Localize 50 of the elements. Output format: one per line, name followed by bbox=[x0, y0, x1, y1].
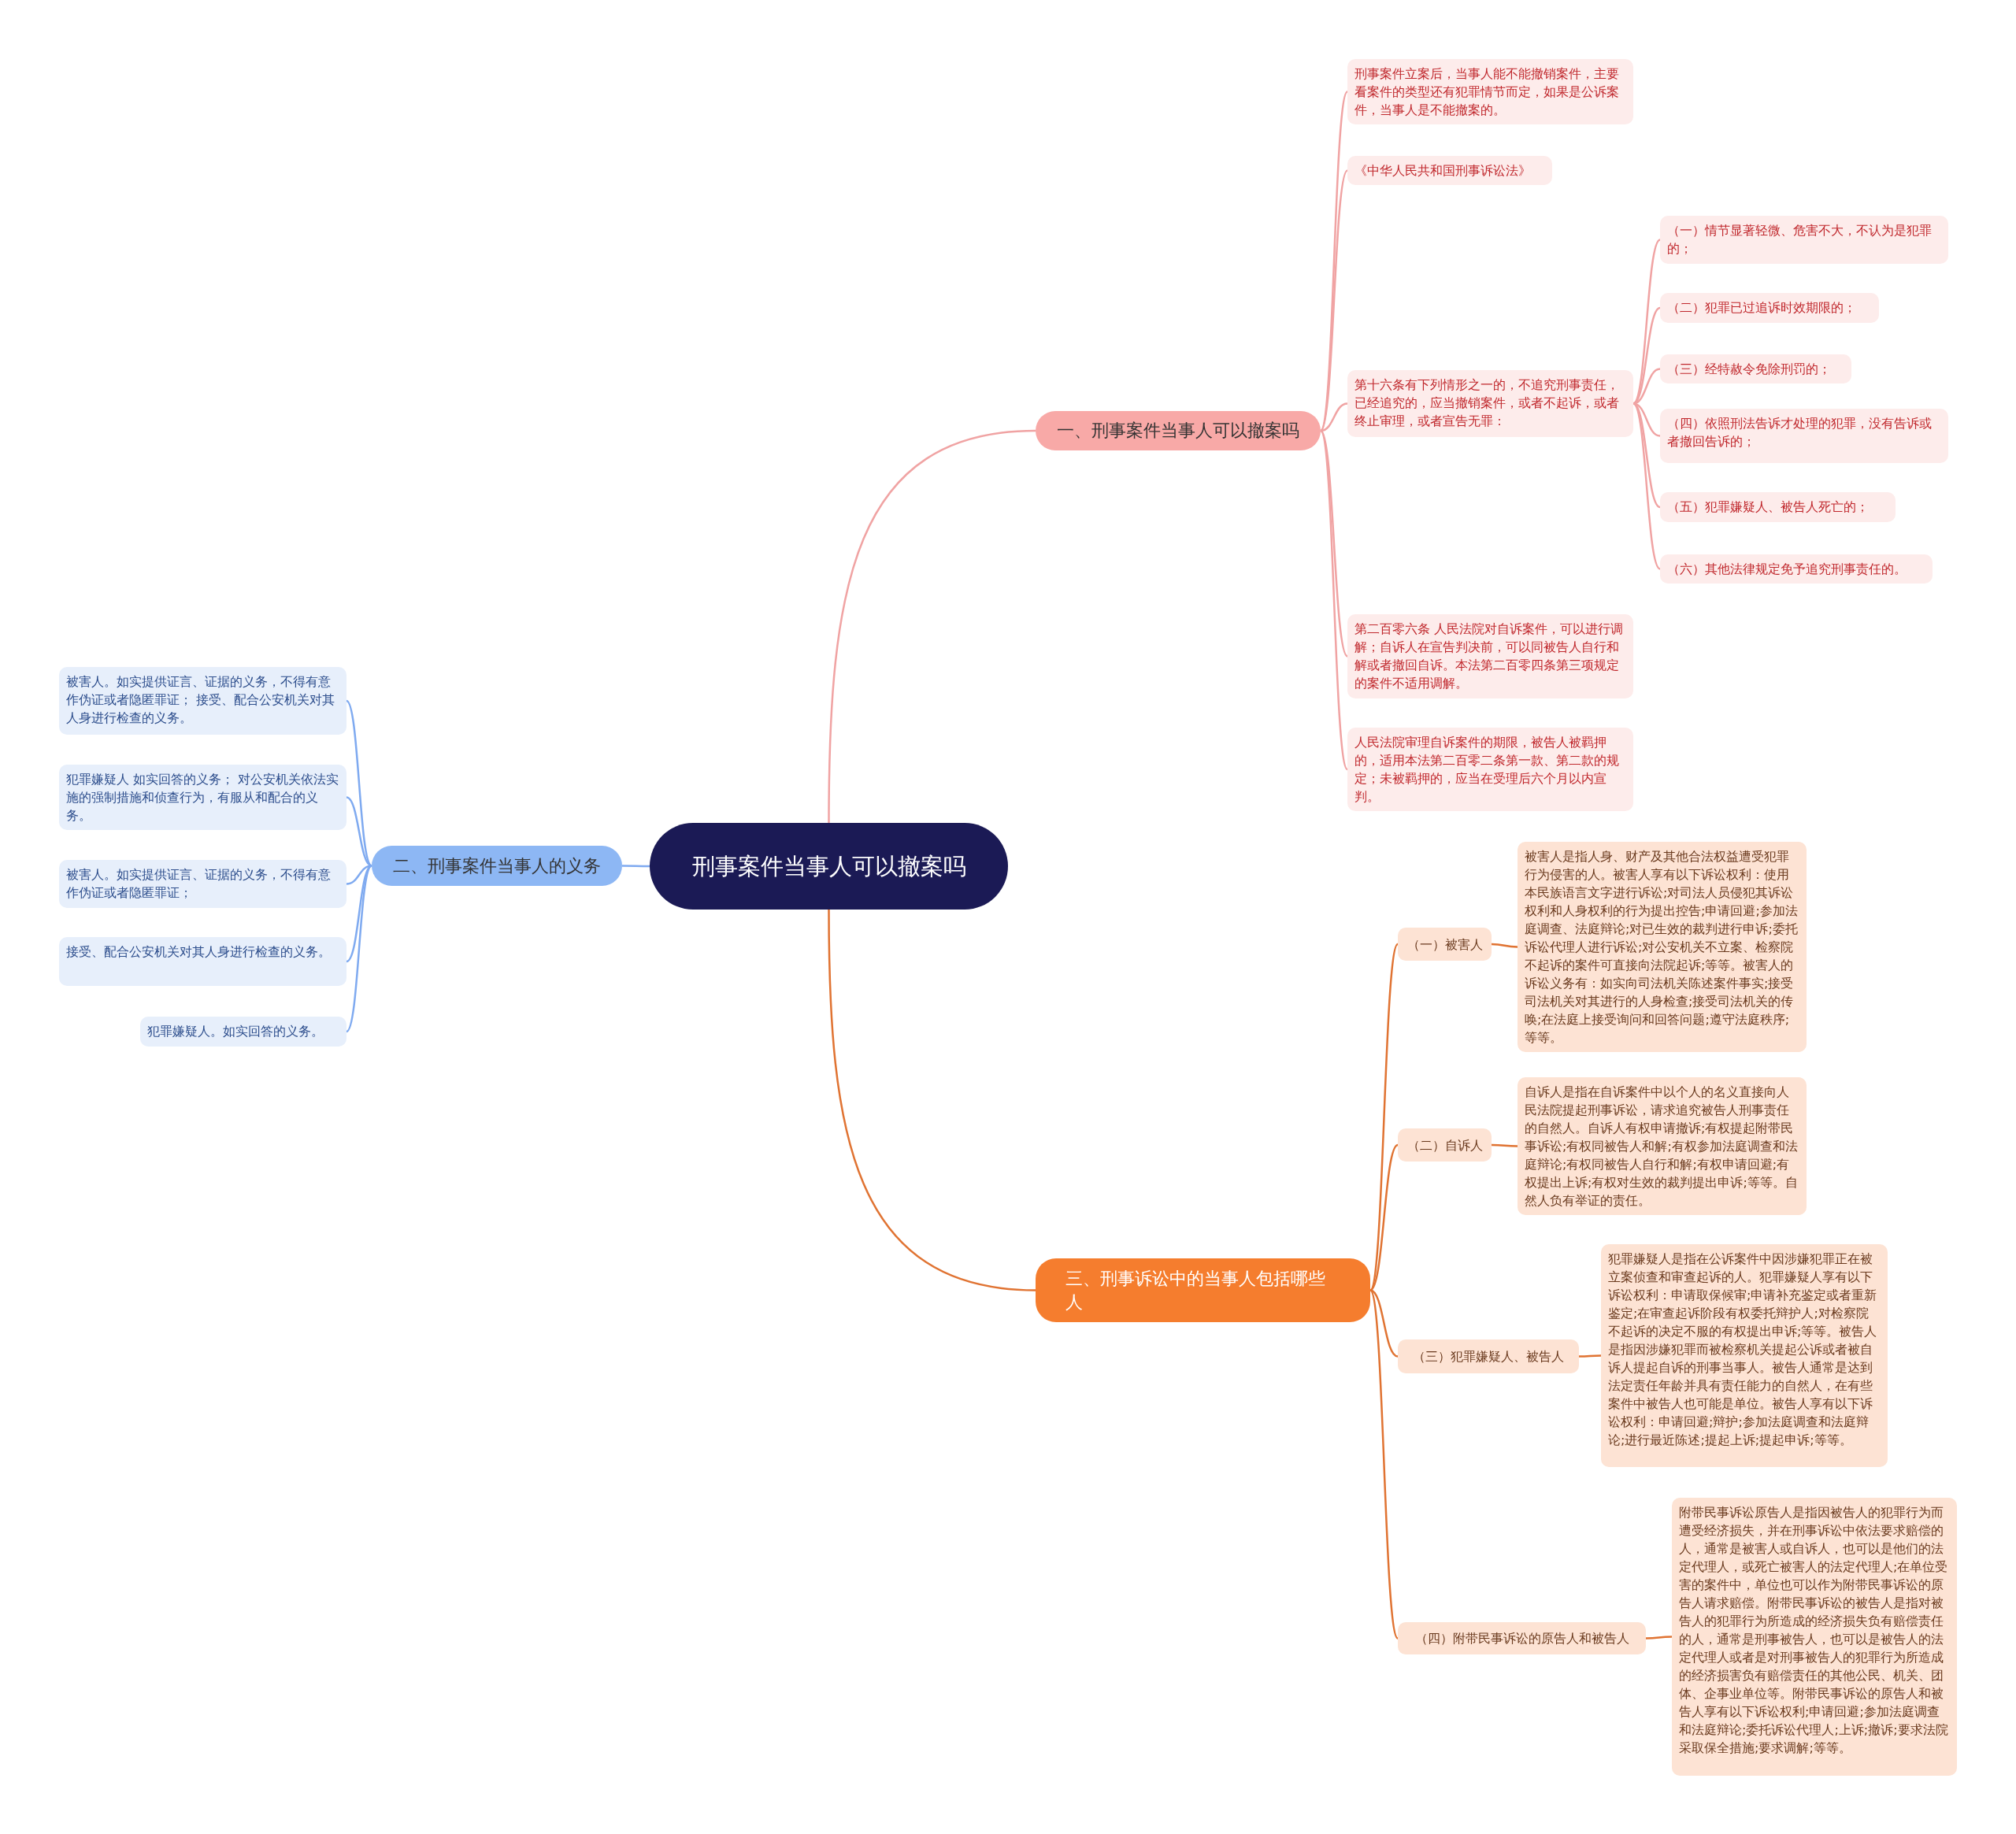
branch-topic: 三、刑事诉讼中的当事人包括哪些人 bbox=[1036, 1258, 1370, 1322]
note-card: 被害人。如实提供证言、证据的义务，不得有意作伪证或者隐匿罪证； bbox=[59, 860, 346, 908]
note-card: 自诉人是指在自诉案件中以个人的名义直接向人民法院提起刑事诉讼，请求追究被告人刑事责任的自然人。自诉人有权申请撤诉;有权提起附带民事诉讼;有权同被告人和解;有权参加法庭调查和法庭辩论;有权同被告人自行和解;有权申请回避;有权提出上诉;有权对生效的裁判提出申诉;等等。自然人负有举证的责任。 bbox=[1518, 1077, 1807, 1215]
note-card: 接受、配合公安机关对其人身进行检查的义务。 bbox=[59, 937, 346, 986]
note-card: 附带民事诉讼原告人是指因被告人的犯罪行为而遭受经济损失，并在刑事诉讼中依法要求赔偿的人，通常是被害人或自诉人，也可以是他们的法定代理人，或死亡被害人的法定代理人;在单位受害的案件中，单位也可以作为附带民事诉讼的原告人请求赔偿。附带民事诉讼的被告人是指对被告人的犯罪行为所造成的经济损失负有赔偿责任的人，通常是刑事被告人，也可以是被告人的法定代理人或者是对刑事被告人的犯罪行为所造成的经济损害负有赔偿责任的其他公民、机关、团体、企事业单位等。附带民事诉讼的原告人和被告人享有以下诉讼权利;申请回避;参加法庭调查和法庭辩论;委托诉讼代理人;上诉;撤诉;要求法院采取保全措施;要求调解;等等。 bbox=[1672, 1498, 1957, 1776]
connector-line bbox=[1369, 1289, 1399, 1639]
note-card: （四）依照刑法告诉才处理的犯罪，没有告诉或者撤回告诉的； bbox=[1660, 409, 1948, 463]
subtopic-box: （三）犯罪嫌疑人、被告人 bbox=[1398, 1339, 1579, 1373]
connector-line bbox=[1319, 430, 1349, 770]
note-card: （五）犯罪嫌疑人、被告人死亡的； bbox=[1660, 492, 1896, 522]
connector-line bbox=[828, 910, 1036, 1291]
connector-line bbox=[1369, 1144, 1399, 1291]
note-card: （三）经特赦令免除刑罚的； bbox=[1660, 354, 1851, 383]
branch-topic: 一、刑事案件当事人可以撤案吗 bbox=[1036, 411, 1321, 450]
connector-line bbox=[1632, 306, 1661, 405]
note-card: 人民法院审理自诉案件的期限，被告人被羁押的，适用本法第二百零二条第一款、第二款的规定；未被羁押的，应当在受理后六个月以内宣判。 bbox=[1347, 728, 1633, 811]
connector-line bbox=[1632, 239, 1661, 405]
note-card: 犯罪嫌疑人。如实回答的义务。 bbox=[140, 1017, 346, 1047]
subtopic-box: （一）被害人 bbox=[1398, 928, 1492, 961]
branch-topic: 二、刑事案件当事人的义务 bbox=[372, 846, 622, 886]
note-card: （六）其他法律规定免予追究刑事责任的。 bbox=[1660, 554, 1933, 584]
connector-line bbox=[1319, 169, 1349, 432]
connector-line bbox=[346, 865, 372, 1032]
note-card: （一）情节显著轻微、危害不大，不认为是犯罪的； bbox=[1660, 216, 1948, 264]
connector-line bbox=[1632, 402, 1661, 509]
note-card: 犯罪嫌疑人 如实回答的义务； 对公安机关依法实施的强制措施和侦查行为，有服从和配合的义务。 bbox=[59, 765, 346, 830]
connector-line bbox=[1320, 402, 1348, 432]
connector-line bbox=[1369, 1289, 1399, 1358]
note-card: 被害人。如实提供证言、证据的义务，不得有意作伪证或者隐匿罪证； 接受、配合公安机关对其人身进行检查的义务。 bbox=[59, 667, 346, 735]
note-card: 第十六条有下列情形之一的，不追究刑事责任，已经追究的，应当撤销案件，或者不起诉，或者终止审理，或者宣告无罪： bbox=[1347, 370, 1633, 437]
note-card: 《中华人民共和国刑事诉讼法》 bbox=[1347, 156, 1552, 185]
connector-line bbox=[346, 796, 372, 867]
note-card: 第二百零六条 人民法院对自诉案件，可以进行调解；自诉人在宣告判决前，可以同被告人自行和解或者撤回自诉。本法第二百零四条第三项规定的案件不适用调解。 bbox=[1347, 614, 1633, 698]
connector-line bbox=[1491, 943, 1518, 948]
connector-line bbox=[1319, 430, 1349, 658]
note-card: 犯罪嫌疑人是指在公诉案件中因涉嫌犯罪正在被立案侦查和审查起诉的人。犯罪嫌疑人享有以下诉讼权利：申请取保候审;申请补充鉴定或者重新鉴定;在审查起诉阶段有权委托辩护人;对检察院不起诉的决定不服的有权提出申诉;等等。被告人是指因涉嫌犯罪而被检察机关提起公诉或者被自诉人提起自诉的刑事当事人。被告人通常是达到法定责任年龄并具有责任能力的自然人，在有些案件中被告人也可能是单位。被告人享有以下诉讼权利：申请回避;辩护;参加法庭调查和法庭辩论;进行最近陈述;提起上诉;提起申诉;等等。 bbox=[1601, 1244, 1888, 1467]
connector-line bbox=[1492, 1143, 1518, 1147]
connector-line bbox=[1579, 1354, 1601, 1358]
note-card: 刑事案件立案后，当事人能不能撤销案件，主要看案件的类型还有犯罪情节而定，如果是公诉案件，当事人是不能撤案的。 bbox=[1347, 59, 1633, 124]
connector-line bbox=[346, 865, 372, 963]
connector-line bbox=[828, 429, 1036, 823]
connector-line bbox=[622, 865, 650, 868]
connector-line bbox=[1632, 402, 1661, 570]
connector-line bbox=[346, 700, 372, 867]
subtopic-box: （四）附带民事诉讼的原告人和被告人 bbox=[1398, 1622, 1646, 1654]
note-card: 被害人是指人身、财产及其他合法权益遭受犯罪行为侵害的人。被害人享有以下诉讼权利：使用本民族语言文字进行诉讼;对司法人员侵犯其诉讼权利和人身权利的行为提出控告;申请回避;参加法庭调查、法庭辩论;对已生效的裁判进行申诉;委托诉讼代理人进行诉讼;对公安机关不立案、检察院不起诉的案件可直接向法院起诉;等等。被害人的诉讼义务有：如实向司法机关陈述案件事实;接受司法机关对其进行的人身检查;接受司法机关的传唤;在法庭上接受询问和回答问题;遵守法庭秩序;等等。 bbox=[1518, 842, 1807, 1052]
central-topic: 刑事案件当事人可以撤案吗 bbox=[650, 823, 1008, 910]
connector-line bbox=[1646, 1636, 1672, 1639]
subtopic-box: （二）自诉人 bbox=[1398, 1128, 1492, 1162]
note-card: （二）犯罪已过追诉时效期限的； bbox=[1660, 293, 1879, 323]
